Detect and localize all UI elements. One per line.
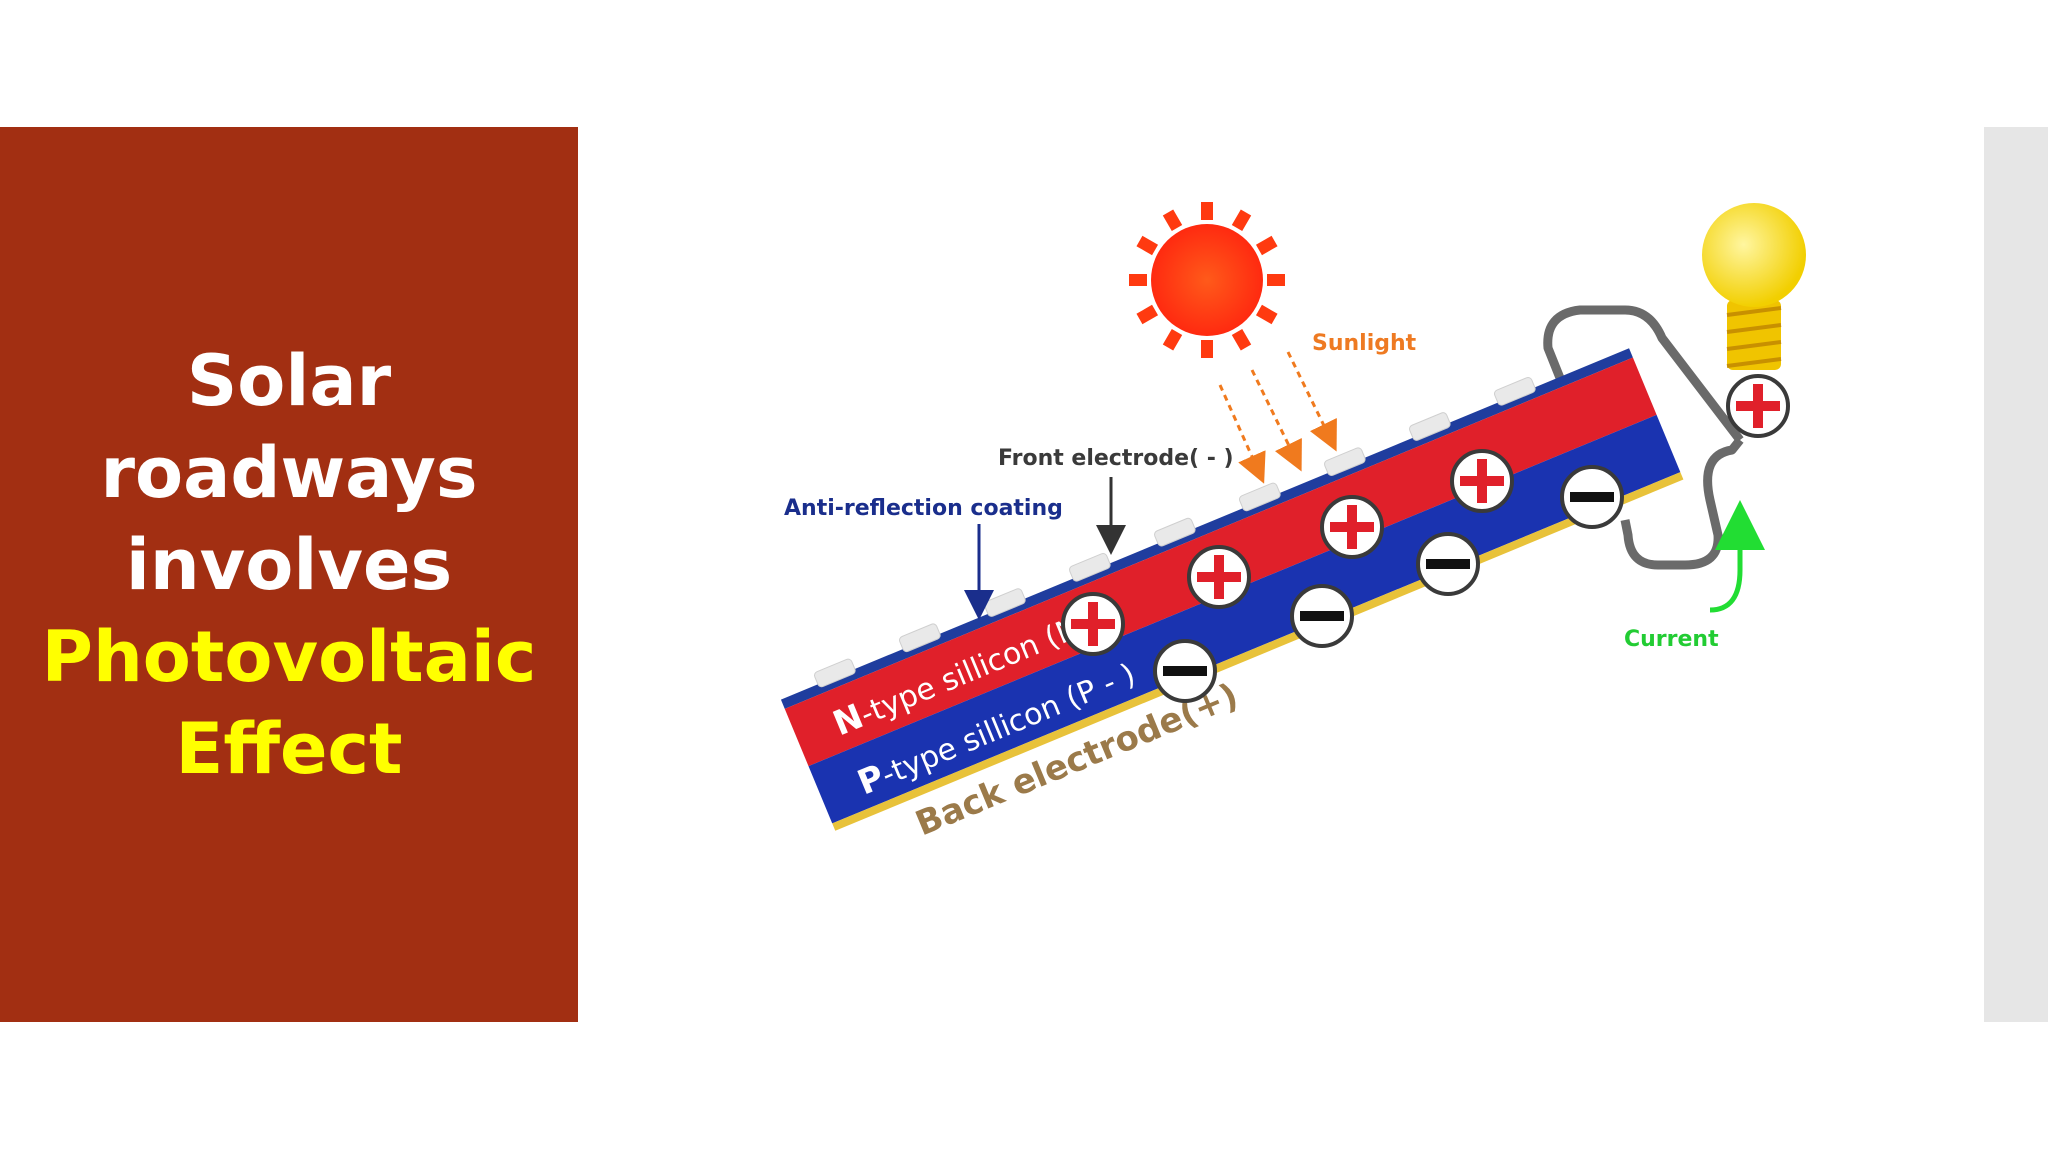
title-highlight-2: Effect [175,707,403,790]
bulb-icon [1702,203,1806,370]
title-line-1: Solar [186,339,392,422]
minus-charge-icon [1153,639,1217,703]
plus-charge-icon [1320,495,1384,559]
minus-charges [1153,465,1624,703]
front-electrode-contacts [814,376,1536,688]
solar-cell: N-type sillicon (N+) P-type sillicon (P … [780,348,1684,844]
title-highlight-1: Photovoltaic [41,615,537,698]
sun-icon [1129,202,1285,358]
anti-reflection-label: Anti-reflection coating [784,496,1063,521]
plus-charge-icon [1450,449,1514,513]
bulb-plus-terminal [1726,374,1790,438]
pv-diagram-svg: Sunlight Current [780,202,1806,844]
title-line-2: roadways [100,431,478,514]
slide-title: Solar roadways involves Photovoltaic Eff… [42,335,537,795]
plus-charges [1061,449,1514,656]
pv-diagram: Sunlight Current [578,127,1984,1022]
title-line-3: involves [125,523,453,606]
current-label: Current [1624,627,1719,652]
sunlight-label: Sunlight [1312,331,1417,356]
plus-charge-icon [1187,545,1251,609]
wire [1543,305,1744,570]
plus-charge-icon [1061,592,1125,656]
title-panel: Solar roadways involves Photovoltaic Eff… [0,127,578,1022]
front-electrode-label: Front electrode( - ) [998,446,1234,471]
minus-charge-icon [1290,584,1354,648]
side-strip [1984,127,2048,1022]
sunlight-arrows [1218,351,1337,484]
current-arrow [1709,500,1765,613]
p-type-layer [808,414,1681,824]
minus-charge-icon [1416,532,1480,596]
minus-charge-icon [1560,465,1624,529]
